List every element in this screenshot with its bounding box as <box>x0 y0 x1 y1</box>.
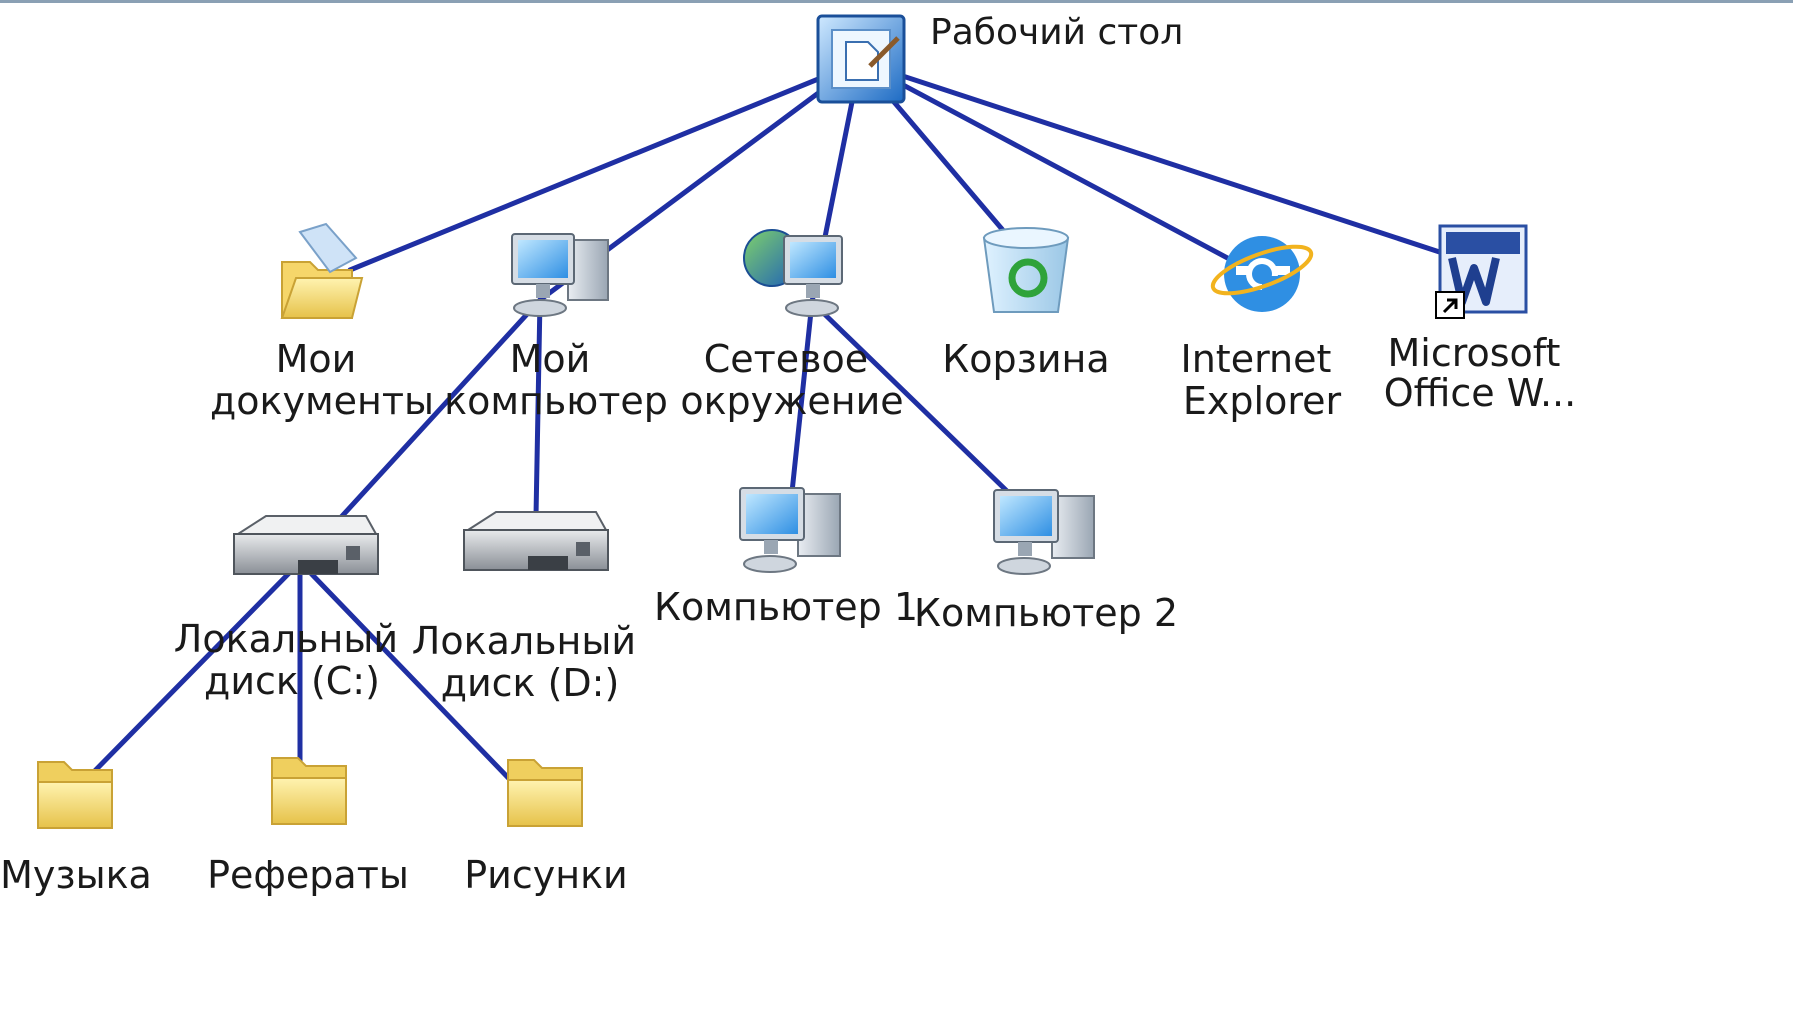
node-music[interactable]: Музыка <box>0 761 152 897</box>
network-label: Сетевое окружение <box>680 337 903 423</box>
my-documents-label-line1: Мои <box>276 337 357 381</box>
node-pictures[interactable]: Рисунки <box>464 759 628 897</box>
my-computer-label: Мой компьютер <box>444 337 668 423</box>
folder-icon <box>271 757 347 825</box>
word-label: Microsoft Office W... <box>1384 331 1576 415</box>
node-network[interactable]: Сетевое окружение <box>680 229 904 423</box>
node-computer-1[interactable]: Компьютер 1 <box>654 487 918 629</box>
edge-network-comp1 <box>789 299 815 495</box>
edge-root-ie <box>857 59 1253 273</box>
desktop-label: Рабочий стол <box>930 12 1183 53</box>
node-my-documents[interactable]: Мои документы <box>210 222 434 423</box>
word-shortcut-icon <box>1435 224 1528 319</box>
my-computer-label-line2: компьютер <box>444 379 668 423</box>
hard-drive-icon <box>233 515 379 575</box>
network-computer-icon <box>743 229 843 317</box>
computer-icon <box>511 233 609 317</box>
node-computer-2[interactable]: Компьютер 2 <box>914 489 1178 635</box>
computer-1-label: Компьютер 1 <box>654 585 918 629</box>
computer-icon <box>993 489 1095 575</box>
internet-explorer-label-line2: Explorer <box>1183 379 1342 423</box>
edge-network-comp2 <box>809 299 1013 497</box>
computer-icon <box>739 487 841 573</box>
node-disk-c[interactable]: Локальный диск (C:) <box>174 515 410 703</box>
disk-c-label-line2: диск (C:) <box>204 659 380 703</box>
node-my-computer[interactable]: Мой компьютер <box>444 233 668 423</box>
internet-explorer-label-line1: Internet <box>1181 337 1332 381</box>
disk-d-label: Локальный диск (D:) <box>412 619 648 705</box>
folder-icon <box>507 759 583 827</box>
edge-disk_c-music <box>73 559 303 793</box>
disk-d-label-line1: Локальный <box>412 619 636 663</box>
internet-explorer-label: Internet Explorer <box>1181 337 1344 423</box>
top-border <box>0 0 1793 3</box>
pictures-label: Рисунки <box>464 853 628 897</box>
network-label-line1: Сетевое <box>704 337 868 381</box>
open-folder-icon <box>280 222 364 319</box>
node-recycle-bin[interactable]: Корзина <box>942 227 1110 381</box>
folder-icon <box>37 761 113 829</box>
network-label-line2: окружение <box>680 379 903 423</box>
edge-disk_c-pictures <box>297 559 523 793</box>
edge-root-word <box>857 59 1473 265</box>
node-desktop[interactable]: Рабочий стол <box>816 12 1183 104</box>
internet-explorer-icon <box>1210 236 1314 312</box>
my-documents-label-line2: документы <box>210 379 434 423</box>
word-label-line2: Office W... <box>1384 371 1576 415</box>
my-documents-label: Мои документы <box>210 337 434 423</box>
my-computer-label-line1: Мой <box>510 337 591 381</box>
recycle-bin-icon <box>982 227 1070 313</box>
edge-my_computer-disk_d <box>533 297 543 519</box>
node-disk-d[interactable]: Локальный диск (D:) <box>412 511 648 705</box>
word-label-line1: Microsoft <box>1387 331 1560 375</box>
computer-2-label: Компьютер 2 <box>914 591 1178 635</box>
music-label: Музыка <box>0 853 152 897</box>
node-word[interactable]: Microsoft Office W... <box>1384 224 1576 415</box>
disk-c-label: Локальный диск (C:) <box>174 617 410 703</box>
disk-c-label-line1: Локальный <box>174 617 398 661</box>
hard-drive-icon <box>463 511 609 571</box>
edge-root-my_documents <box>347 59 863 273</box>
disk-d-label-line2: диск (D:) <box>441 661 620 705</box>
essays-label: Рефераты <box>207 853 409 897</box>
node-internet-explorer[interactable]: Internet Explorer <box>1181 236 1344 423</box>
node-essays[interactable]: Рефераты <box>207 757 409 897</box>
recycle-bin-label: Корзина <box>942 337 1109 381</box>
desktop-icon <box>816 14 906 104</box>
